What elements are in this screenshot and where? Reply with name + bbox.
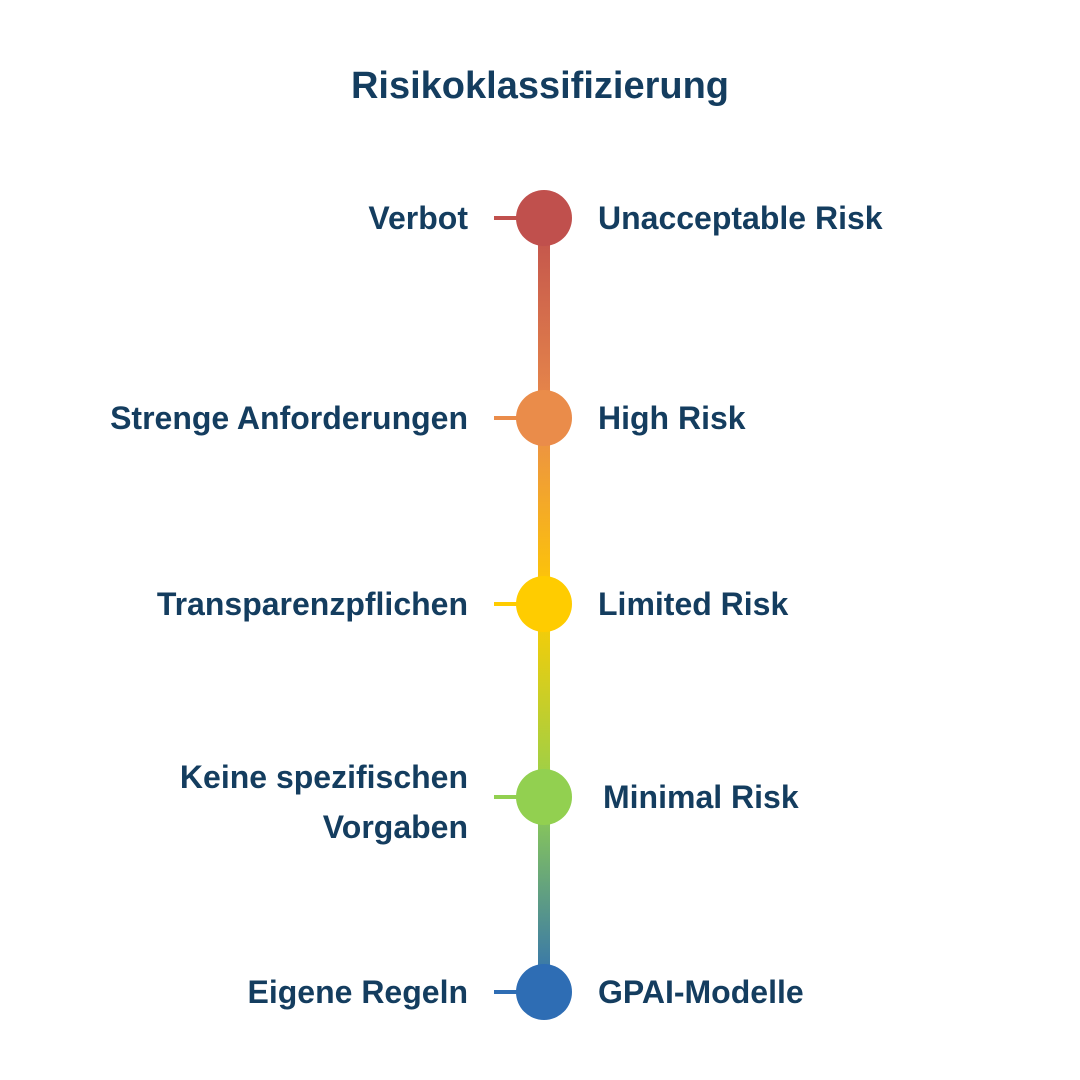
level-4-right-label: Minimal Risk (603, 779, 799, 815)
level-5-left-label: Eigene Regeln (247, 974, 469, 1010)
level-2-right-label: High Risk (598, 400, 746, 436)
level-marker-5 (516, 964, 572, 1020)
level-marker-4 (516, 769, 572, 825)
level-3-left-label: Transparenzpflichen (156, 586, 468, 622)
diagram-title: Risikoklassifizierung (350, 65, 729, 107)
level-1-left-label: Verbot (368, 200, 468, 236)
level-1-right-label: Unacceptable Risk (598, 200, 883, 236)
level-marker-3 (516, 576, 572, 632)
level-marker-2 (516, 390, 572, 446)
level-marker-1 (516, 190, 572, 246)
level-3-right-label: Limited Risk (598, 586, 789, 622)
level-4-left-label: Keine spezifischen Vorgaben (179, 759, 468, 845)
level-2-left-label: Strenge Anforderungen (110, 400, 468, 436)
level-5-right-label: GPAI-Modelle (598, 974, 804, 1010)
